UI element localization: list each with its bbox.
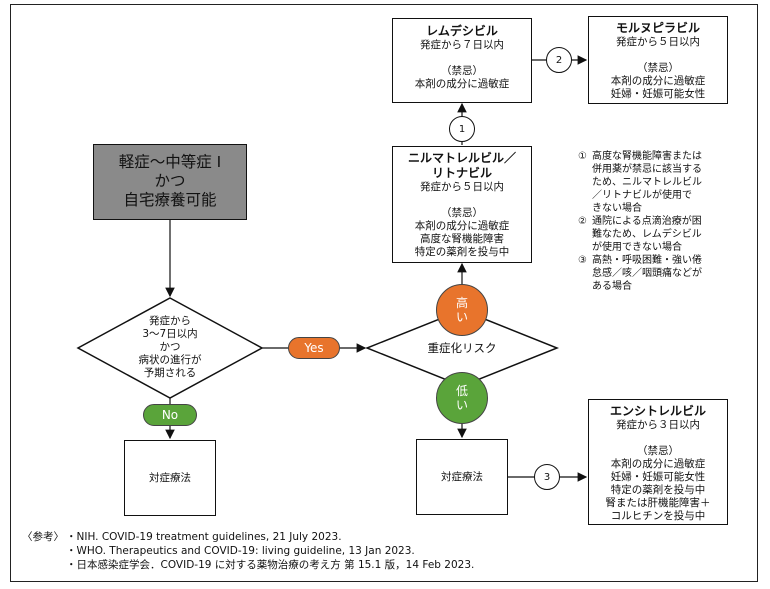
symptomatic-box-right: 対症療法 (416, 439, 508, 515)
note-2-line-3: が使用できない場合 (592, 242, 682, 253)
ensitrelvir-contra-label: （禁忌） (637, 445, 679, 457)
ensitrelvir-contra-4: 腎または肝機能障害＋ (605, 497, 711, 509)
note-1: ① 高度な腎機能障害または 併用薬が禁忌に該当する ため、ニルマトレルビル ／リ… (578, 150, 730, 215)
molnupiravir-contra-label: （禁忌） (637, 62, 679, 74)
note-1-line-2: 併用薬が禁忌に該当する (592, 164, 702, 175)
decision2-label: 重症化リスク (427, 341, 497, 355)
risk-high-badge: 高 い (436, 284, 488, 336)
circle-3: 3 (534, 464, 560, 490)
molnupiravir-timing: 発症から５日以内 (616, 36, 700, 48)
reference-3: ・日本感染症学会．COVID-19 に対する薬物治療の考え方 第 15.1 版，… (66, 559, 475, 571)
reference-row-1: 〈参考〉 ・NIH. COVID-19 treatment guidelines… (22, 530, 474, 544)
decision1-text: 発症から 3〜7日以内 かつ 病状の進行が 予期される (110, 315, 230, 380)
risk-high-char-1: 高 (455, 296, 468, 310)
note-2-line-2: 難なため、レムデシビル (592, 229, 702, 240)
decision1-line-4: 病状の進行が (138, 354, 202, 366)
risk-low-char-1: 低 (455, 384, 468, 398)
nirmatrelvir-box: ニルマトレルビル／ リトナビル 発症から５日以内 （禁忌） 本剤の成分に過敏症 … (392, 146, 532, 263)
symptomatic-label-left: 対症療法 (149, 471, 191, 484)
ensitrelvir-timing: 発症から３日以内 (616, 419, 700, 431)
molnupiravir-contra-2: 妊婦・妊娠可能女性 (610, 88, 706, 100)
ensitrelvir-contra-1: 本剤の成分に過敏症 (610, 458, 706, 470)
nirmatrelvir-contra-3: 特定の薬剤を投与中 (414, 246, 510, 258)
note-1-line-3: ため、ニルマトレルビル (592, 177, 702, 188)
risk-low-badge: 低 い (436, 372, 488, 424)
remdesivir-box: レムデシビル 発症から７日以内 （禁忌） 本剤の成分に過敏症 (392, 18, 532, 103)
note-2-line-1: 通院による点滴治療が困 (592, 216, 702, 227)
symptomatic-box-left: 対症療法 (124, 440, 216, 516)
start-line-3: 自宅療養可能 (123, 191, 217, 209)
note-3-num: ③ (578, 255, 587, 266)
circle-1-label: 1 (458, 123, 466, 135)
reference-row-3: ・日本感染症学会．COVID-19 に対する薬物治療の考え方 第 15.1 版，… (22, 558, 474, 572)
remdesivir-contra-1: 本剤の成分に過敏症 (414, 78, 510, 90)
ensitrelvir-box: エンシトレルビル 発症から３日以内 （禁忌） 本剤の成分に過敏症 妊婦・妊娠可能… (588, 399, 728, 525)
yes-badge: Yes (288, 337, 340, 359)
no-badge: No (143, 404, 197, 426)
decision1-line-3: かつ (159, 341, 181, 353)
remdesivir-title: レムデシビル (426, 24, 498, 38)
nirmatrelvir-timing: 発症から５日以内 (420, 181, 504, 193)
circle-2-label: 2 (555, 54, 563, 66)
note-1-line-1: 高度な腎機能障害または (592, 151, 702, 162)
note-3-line-1: 高熱・呼吸困難・強い倦 (592, 255, 702, 266)
note-3-line-2: 怠感／咳／咽頭痛などが (592, 268, 702, 279)
risk-high-char-2: い (455, 310, 468, 324)
start-condition-box: 軽症〜中等症 I かつ 自宅療養可能 (93, 144, 247, 220)
note-2-num: ② (578, 216, 587, 227)
nirmatrelvir-contra-1: 本剤の成分に過敏症 (414, 220, 510, 232)
decision1-line-2: 3〜7日以内 (142, 328, 198, 340)
note-1-num: ① (578, 151, 587, 162)
remdesivir-timing: 発症から７日以内 (420, 39, 504, 51)
note-1-line-5: きない場合 (592, 203, 642, 214)
circle-2: 2 (546, 47, 572, 73)
notes-block: ① 高度な腎機能障害または 併用薬が禁忌に該当する ため、ニルマトレルビル ／リ… (578, 150, 730, 293)
molnupiravir-title: モルヌピラビル (615, 21, 700, 35)
ensitrelvir-title: エンシトレルビル (609, 404, 706, 418)
remdesivir-contra-label: （禁忌） (441, 65, 483, 77)
decision1-line-1: 発症から (149, 315, 191, 327)
note-3: ③ 高熱・呼吸困難・強い倦 怠感／咳／咽頭痛などが ある場合 (578, 254, 730, 293)
risk-low-char-2: い (455, 398, 468, 412)
note-1-line-4: ／リトナビルが使用で (592, 190, 692, 201)
ensitrelvir-contra-3: 特定の薬剤を投与中 (610, 484, 706, 496)
nirmatrelvir-title-2: リトナビル (431, 166, 492, 180)
nirmatrelvir-contra-2: 高度な腎機能障害 (420, 233, 504, 245)
reference-1: ・NIH. COVID-19 treatment guidelines, 21 … (66, 531, 342, 543)
molnupiravir-contra-1: 本剤の成分に過敏症 (610, 75, 706, 87)
symptomatic-label-right: 対症療法 (441, 470, 483, 483)
start-line-2: かつ (154, 172, 186, 190)
diagram-frame (10, 4, 758, 582)
nirmatrelvir-contra-label: （禁忌） (441, 207, 483, 219)
note-3-line-3: ある場合 (592, 281, 632, 292)
reference-2: ・WHO. Therapeutics and COVID-19: living … (66, 545, 415, 557)
references-block: 〈参考〉 ・NIH. COVID-19 treatment guidelines… (22, 530, 474, 572)
note-2: ② 通院による点滴治療が困 難なため、レムデシビル が使用できない場合 (578, 215, 730, 254)
circle-3-label: 3 (543, 471, 551, 483)
yes-label: Yes (304, 341, 324, 355)
no-label: No (161, 408, 179, 422)
nirmatrelvir-title-1: ニルマトレルビル／ (407, 151, 516, 165)
reference-row-2: ・WHO. Therapeutics and COVID-19: living … (22, 544, 474, 558)
references-label: 〈参考〉 (22, 531, 64, 543)
ensitrelvir-contra-5: コルヒチンを投与中 (610, 510, 706, 522)
circle-1: 1 (449, 116, 475, 142)
decision1-line-5: 予期される (143, 367, 197, 379)
start-line-1: 軽症〜中等症 I (118, 153, 222, 171)
decision2-text: 重症化リスク (402, 342, 522, 355)
ensitrelvir-contra-2: 妊婦・妊娠可能女性 (610, 471, 706, 483)
molnupiravir-box: モルヌピラビル 発症から５日以内 （禁忌） 本剤の成分に過敏症 妊婦・妊娠可能女… (588, 16, 728, 104)
